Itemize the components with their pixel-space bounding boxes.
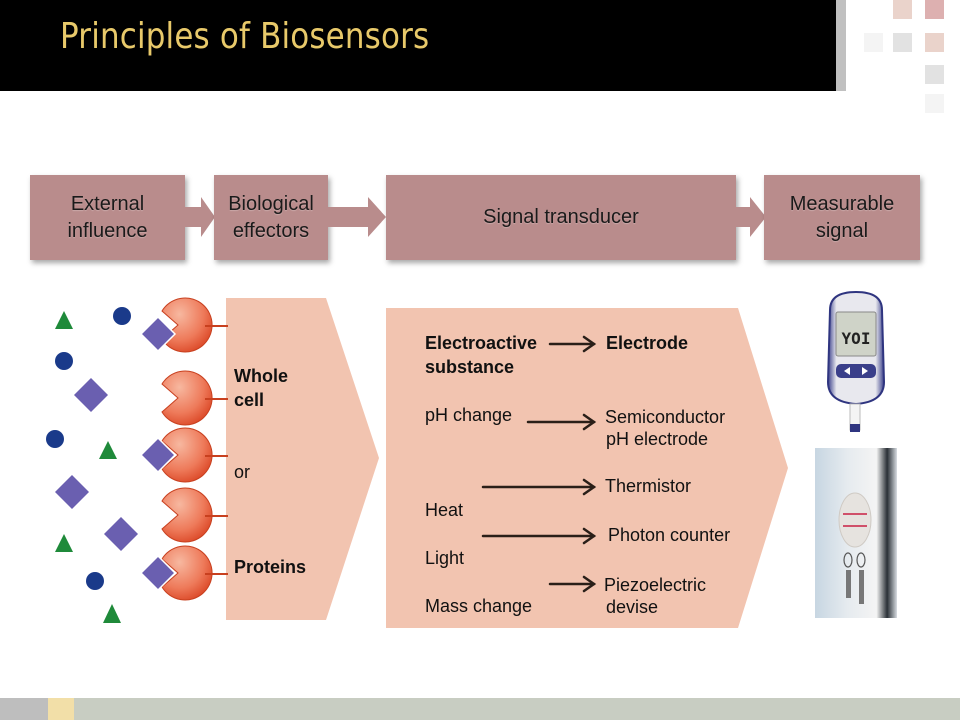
- analytes-and-receptors: [46, 297, 228, 623]
- effector-label-whole: Whole: [234, 366, 288, 386]
- flow-arrow-icon: [185, 197, 215, 237]
- title-bar: [0, 0, 836, 91]
- effector-label-or: or: [234, 462, 251, 482]
- deco-square: [925, 33, 944, 52]
- analyte-triangle-icon: [55, 311, 73, 329]
- transducer-arrows: [481, 335, 597, 593]
- transducer-input: Heat: [425, 500, 464, 520]
- arrow-right-icon: [481, 527, 597, 545]
- flow-step-biological-effectors: Biological effectors: [214, 175, 328, 260]
- transducer-output: Thermistor: [605, 476, 692, 496]
- flow-step-line: Measurable: [789, 192, 895, 215]
- footer-bar: [0, 698, 960, 720]
- flow-step-line: signal: [815, 219, 869, 242]
- analyte-diamond-icon: [139, 315, 177, 353]
- deco-square: [925, 0, 944, 19]
- analyte-triangle-icon: [99, 441, 117, 459]
- flow-step-line: Signal transducer: [483, 206, 639, 228]
- analyte-circle-icon: [46, 430, 64, 448]
- glucose-meter-icon: YOI: [826, 290, 886, 432]
- receptor-icon: [161, 487, 228, 543]
- transducer-output: Semiconductor: [605, 407, 726, 427]
- flow-step-line: External: [70, 192, 145, 215]
- deco-square: [925, 65, 944, 84]
- flow-step-signal-transducer: Signal transducer: [386, 175, 736, 260]
- transducer-output: devise: [606, 597, 659, 617]
- receptor-icon: [161, 297, 228, 353]
- analyte-diamond-icon: [104, 517, 138, 551]
- transducer-output: Piezoelectric: [604, 575, 707, 595]
- analyte-diamond-icon: [74, 378, 108, 412]
- effectors-chevron: [226, 298, 379, 620]
- flow-step-measurable-signal: Measurable signal: [764, 175, 920, 260]
- transducer-output: pH electrode: [606, 429, 709, 449]
- effector-label-cell: cell: [234, 390, 265, 410]
- transducer-input: Mass change: [425, 596, 533, 616]
- flow-arrow-icon: [328, 197, 386, 237]
- slide-title: Principles of Biosensors: [60, 16, 430, 57]
- transducer-input: Electroactive: [425, 333, 538, 353]
- arrow-right-icon: [548, 575, 597, 593]
- analyte-diamond-icon: [55, 475, 89, 509]
- transducer-output: Electrode: [606, 333, 689, 353]
- transducer-input: Light: [425, 548, 465, 568]
- footer-accent-gold: [48, 698, 74, 720]
- receptor-icon: [161, 427, 228, 483]
- transducer-input: substance: [425, 357, 515, 377]
- transducer-output: Photon counter: [608, 525, 731, 545]
- arrow-right-icon: [548, 335, 597, 353]
- analyte-circle-icon: [86, 572, 104, 590]
- arrow-right-icon: [526, 413, 597, 431]
- analyte-triangle-icon: [55, 534, 73, 552]
- receptor-icon: [161, 545, 228, 601]
- arrow-right-icon: [481, 478, 597, 496]
- flow-step-line: Biological: [228, 192, 314, 215]
- flow-step-line: effectors: [232, 219, 310, 242]
- pregnancy-test-icon: [815, 448, 897, 618]
- analyte-diamond-icon: [139, 554, 177, 592]
- analyte-diamond-icon: [139, 436, 177, 474]
- flow-step-line: influence: [67, 219, 148, 242]
- deco-square: [864, 33, 883, 52]
- footer-accent-grey: [0, 698, 48, 720]
- flow-step-external-influence: External influence: [30, 175, 185, 260]
- deco-square: [893, 33, 912, 52]
- title-bar-edge: [836, 0, 846, 91]
- deco-square: [893, 0, 912, 19]
- analyte-circle-icon: [113, 307, 131, 325]
- analyte-triangle-icon: [103, 604, 121, 623]
- deco-square: [925, 94, 944, 113]
- transducer-chevron: [386, 308, 788, 628]
- meter-display: YOI: [842, 329, 871, 348]
- effector-label-proteins: Proteins: [234, 557, 307, 577]
- receptor-icon: [161, 370, 228, 426]
- flow-arrow-icon: [736, 197, 766, 237]
- analyte-circle-icon: [55, 352, 73, 370]
- transducer-input: pH change: [425, 405, 513, 425]
